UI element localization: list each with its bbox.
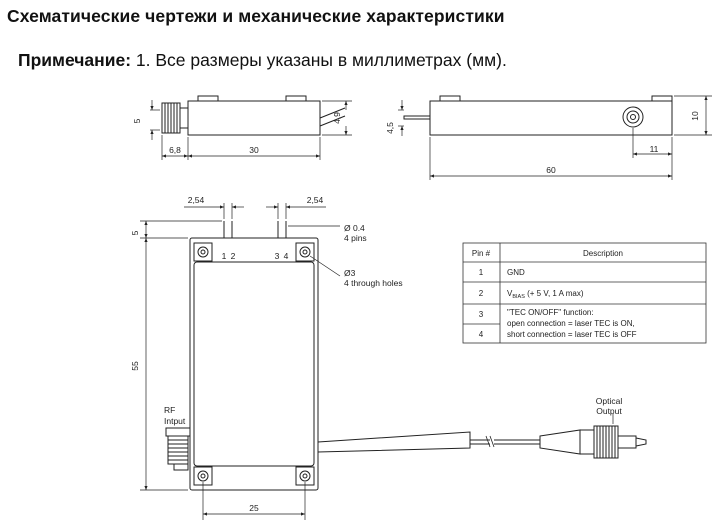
table-cell-desc: short connection = laser TEC is OFF [507,330,637,339]
rf-input-label: RF [164,405,175,415]
pin-label-2: 2 [231,251,236,261]
module-body-top [193,261,315,467]
dim-pin-length: 5 [130,230,140,235]
table-cell-desc: "TEC ON/OFF" function: [507,308,594,317]
table-cell-pin: 1 [479,268,484,277]
dim-module-top-height: 55 [130,361,140,371]
dim-body-length: 30 [249,145,259,155]
dim-right-height: 4,9 [332,112,342,124]
pin-label-4: 4 [284,251,289,261]
optical-port-outer [622,106,644,128]
pin-table [462,242,707,344]
table-cell-desc: VBIAS (+ 5 V, 1 A max) [507,289,584,300]
pin-label-3: 3 [275,251,280,261]
table-cell-pin: 4 [479,330,484,339]
note-label: Примечание: [18,50,132,70]
dim-pin-height: 4,5 [385,122,395,134]
pin-stub [403,115,431,120]
units-note: Примечание: 1. Все размеры указаны в мил… [18,50,507,71]
page-title: Схематические чертежи и механические хар… [7,6,505,26]
pins-note-diameter: Ø 0.4 [344,223,365,233]
side-view-left [150,95,352,160]
table-cell-desc: open connection = laser TEC is ON, [507,319,635,328]
table-cell-pin: 3 [479,310,484,319]
side-view-right [398,95,712,180]
table-cell-pin: 2 [479,289,484,298]
table-header-pin: Pin # [472,249,491,258]
dim-module-length: 60 [546,165,556,175]
dim-connector-length: 6,8 [169,145,181,155]
table-cell-desc: GND [507,268,525,277]
pin-label-1: 1 [222,251,227,261]
vbias-rating: (+ 5 V, 1 A max) [525,289,584,298]
table-header-description: Description [583,249,623,258]
fiber-boot [317,431,471,453]
module-body-side [187,100,321,136]
dim-left-height: 5 [132,118,142,123]
fiber-connector-boot [539,429,581,455]
mounting-hole [295,242,315,262]
top-view [140,203,647,520]
vbias-symbol: V [507,289,513,298]
holes-note-diameter: Ø3 [344,268,356,278]
module-flange [189,237,319,491]
mounting-hole [193,242,213,262]
dim-pin-pitch-right: 2,54 [307,195,324,205]
dim-pin-pitch-left: 2,54 [188,195,205,205]
optical-output-label-2: Output [596,406,622,416]
dim-hole-spacing: 25 [249,503,259,513]
dim-port-offset: 11 [650,144,659,154]
dim-module-height: 10 [690,111,700,121]
holes-note-count: 4 through holes [344,278,403,288]
pins-note-count: 4 pins [344,233,367,243]
note-text: 1. Все размеры указаны в миллиметрах (мм… [131,50,507,70]
rf-input-label-2: Intput [164,416,186,426]
optical-output-label: Optical [596,396,623,406]
vbias-subscript: BIAS [512,294,525,300]
